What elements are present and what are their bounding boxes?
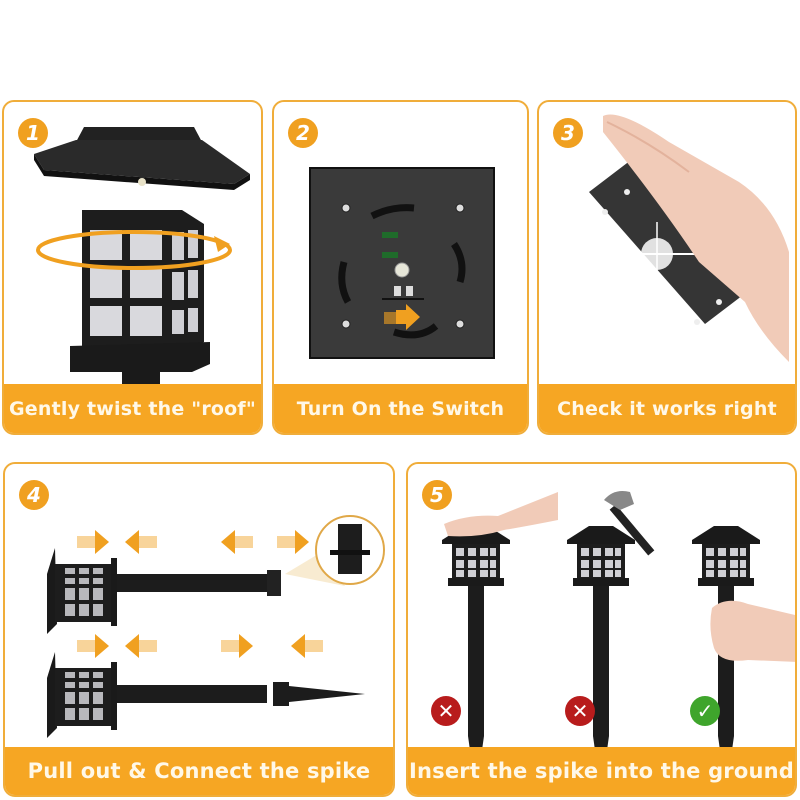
- step-caption: Gently twist the "roof": [4, 384, 261, 433]
- step-caption: Check it works right: [539, 384, 795, 433]
- step-caption: Turn On the Switch: [274, 384, 527, 433]
- insert-spike-icon: ✕ ✕ ✓: [408, 464, 795, 754]
- hand-cover-light-icon: [539, 102, 795, 392]
- step-caption: Pull out & Connect the spike: [5, 747, 393, 795]
- svg-text:✕: ✕: [438, 699, 455, 723]
- switch-panel-icon: [274, 102, 527, 392]
- wrong-mark-icon: [431, 696, 461, 726]
- step-caption: Insert the spike into the ground: [408, 747, 795, 795]
- lantern-twist-icon: [4, 102, 261, 392]
- step-card-2: 2 Turn On the Switch: [272, 100, 529, 435]
- step-number-badge: 3: [553, 118, 583, 148]
- right-mark-icon: [690, 696, 720, 726]
- step-card-5: ✕ ✕ ✓ 5 Insert the spike into the ground: [406, 462, 797, 797]
- svg-text:✕: ✕: [572, 699, 589, 723]
- step-number-badge: 5: [422, 480, 452, 510]
- step-number-badge: 1: [18, 118, 48, 148]
- step-card-3: 3 Check it works right: [537, 100, 797, 435]
- step-card-4: 4 Pull out & Connect the spike: [3, 462, 395, 797]
- step-number-badge: 2: [288, 118, 318, 148]
- step-number-badge: 4: [19, 480, 49, 510]
- wrong-mark-icon: [565, 696, 595, 726]
- connect-spike-icon: [5, 464, 393, 754]
- svg-text:✓: ✓: [697, 699, 714, 723]
- step-card-1: 1 Gently twist the "roof": [2, 100, 263, 435]
